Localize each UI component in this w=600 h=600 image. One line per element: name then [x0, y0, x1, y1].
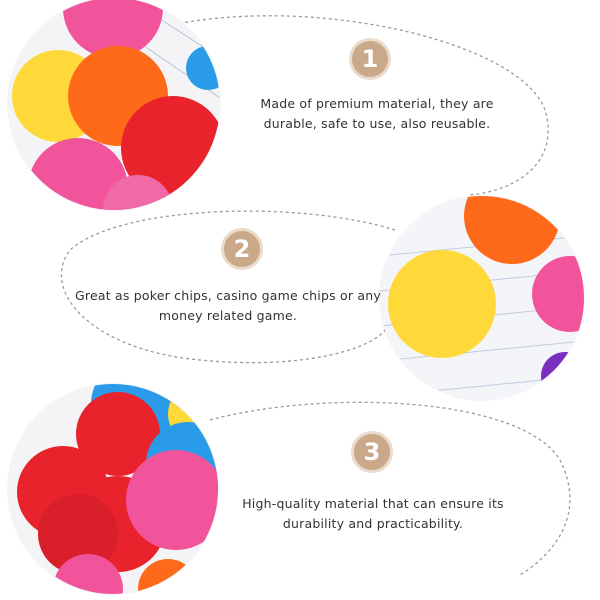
feature-number-badge-2: 2: [221, 228, 263, 270]
feature-text-3: High-quality material that can ensure it…: [242, 496, 504, 531]
chips-photo-3: [8, 384, 218, 594]
feature-text-2: Great as poker chips, casino game chips …: [75, 288, 381, 323]
feature-number-badge-3: 3: [351, 431, 393, 473]
feature-text-1: Made of premium material, they are durab…: [260, 96, 494, 131]
feature-number-badge-1: 1: [349, 38, 391, 80]
chips-photo-2: [380, 196, 584, 400]
chips-photo-1: [8, 0, 220, 210]
